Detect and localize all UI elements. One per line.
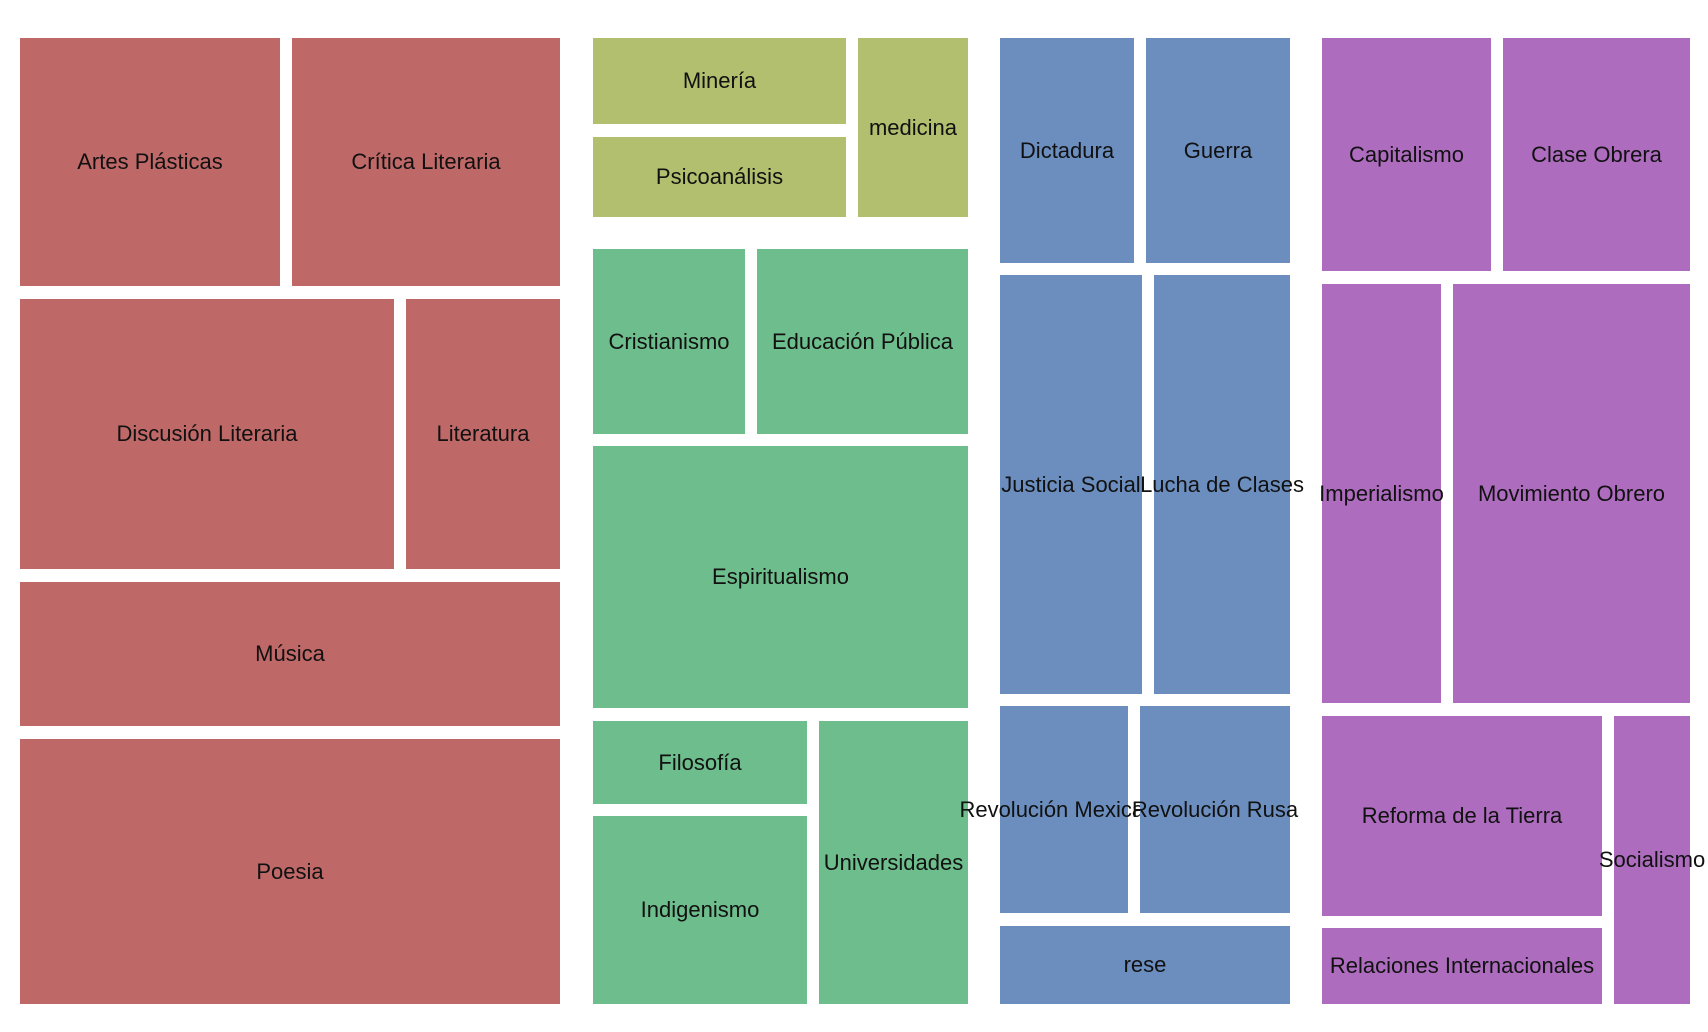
treemap-cell-justicia-social: Justicia Social <box>1000 275 1142 694</box>
treemap-cell-discusion-literaria: Discusión Literaria <box>20 299 394 569</box>
treemap-cell-label: Guerra <box>1183 137 1253 163</box>
treemap-cell-filosofia: Filosofía <box>593 721 807 804</box>
treemap-cell-label: Psicoanálisis <box>655 164 784 189</box>
treemap-cell-label: Artes Plásticas <box>77 149 223 174</box>
treemap-cell-movimiento-obrero: Movimiento Obrero <box>1453 284 1690 703</box>
treemap-cell-label: Imperialismo <box>1319 480 1444 506</box>
treemap-cell-mineria: Minería <box>593 38 846 124</box>
treemap-cell-label: Capitalismo <box>1349 141 1464 167</box>
treemap-cell-label: Clase Obrera <box>1531 141 1662 167</box>
treemap-cell-imperialismo: Imperialismo <box>1319 284 1444 703</box>
treemap-cell-label: Cristianismo <box>608 328 730 354</box>
treemap-cell-label: Relaciones Internacionales <box>1329 953 1595 978</box>
treemap-cell-capitalismo: Capitalismo <box>1322 38 1491 271</box>
treemap-cell-label: Espiritualismo <box>712 564 849 589</box>
treemap-cell-revolucion-mexicana: Revolución Mexicana <box>959 706 1169 913</box>
treemap-cell-clase-obrera: Clase Obrera <box>1503 38 1690 271</box>
treemap-cell-relaciones-internacionales: Relaciones Internacionales <box>1322 928 1602 1004</box>
treemap-cell-label: Educación Pública <box>771 328 953 354</box>
treemap-cell-label: rese <box>1123 952 1167 977</box>
treemap-cell-dictadura: Dictadura <box>1000 38 1134 263</box>
treemap-cell-label: Justicia Social <box>1001 471 1141 497</box>
treemap-cell-reforma-de-la-tierra: Reforma de la Tierra <box>1322 716 1602 916</box>
treemap-cell-label: Discusión Literaria <box>116 421 298 446</box>
treemap-cell-literatura: Literatura <box>406 299 560 569</box>
treemap-cell-label: Movimiento Obrero <box>1477 480 1666 506</box>
treemap-cell-rese: rese <box>1000 926 1290 1004</box>
treemap-cell-medicina: medicina <box>858 38 968 217</box>
treemap-cell-artes-plasticas: Artes Plásticas <box>20 38 280 286</box>
treemap-cell-critica-literaria: Crítica Literaria <box>292 38 560 286</box>
treemap-cell-universidades: Universidades <box>819 721 968 1004</box>
treemap-cell-cristianismo: Cristianismo <box>593 249 745 434</box>
treemap-cell-label: Dictadura <box>1019 137 1115 163</box>
treemap-cell-indigenismo: Indigenismo <box>593 816 807 1004</box>
treemap-cell-label: medicina <box>868 114 958 140</box>
treemap-cell-musica: Música <box>20 582 560 726</box>
treemap-cell-espiritualismo: Espiritualismo <box>593 446 968 708</box>
treemap-cell-psicoanalisis: Psicoanálisis <box>593 137 846 217</box>
treemap-cell-label: Poesia <box>256 858 324 884</box>
treemap-cell-label: Música <box>255 641 325 666</box>
treemap-cell-label: Lucha de Clases <box>1140 471 1304 497</box>
treemap-cell-label: Revolución Mexicana <box>959 796 1169 822</box>
treemap-cell-label: Revolución Rusa <box>1131 796 1299 822</box>
treemap-cell-label: Minería <box>682 68 757 93</box>
treemap-cell-guerra: Guerra <box>1146 38 1290 263</box>
treemap-cell-poesia: Poesia <box>20 739 560 1004</box>
treemap-cell-label: Literatura <box>436 421 530 446</box>
treemap-cell-revolucion-rusa: Revolución Rusa <box>1132 706 1298 913</box>
treemap-cell-socialismo: Socialismo <box>1599 716 1705 1004</box>
treemap-cell-label: Universidades <box>823 849 964 875</box>
treemap-cell-label: Reforma de la Tierra <box>1361 803 1563 828</box>
treemap-cell-lucha-de-clases: Lucha de Clases <box>1140 275 1304 694</box>
treemap-cell-educacion-publica: Educación Pública <box>757 249 968 434</box>
treemap-cell-label: Crítica Literaria <box>351 149 501 174</box>
treemap-cell-label: Indigenismo <box>640 897 760 922</box>
treemap-cell-label: Socialismo <box>1598 847 1706 872</box>
treemap-cell-label: Filosofía <box>658 749 742 775</box>
